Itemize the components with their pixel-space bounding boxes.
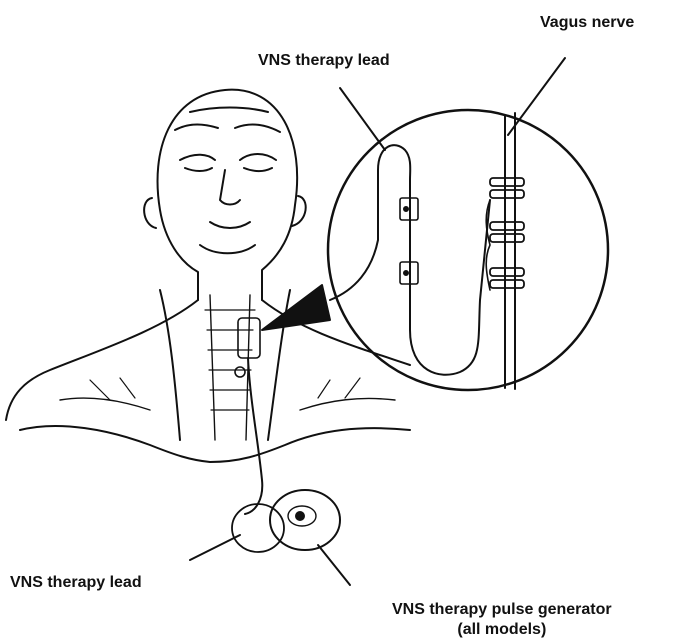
vagus-leader-line <box>508 58 565 135</box>
generator-leader-line <box>318 545 350 585</box>
lead-top-leader-line <box>340 88 385 150</box>
vagus-nerve <box>505 113 515 389</box>
magnified-lead <box>330 145 490 375</box>
magnified-view-circle <box>328 110 608 390</box>
lead-bottom-leader-line <box>190 535 240 560</box>
neck-shoulders <box>6 290 410 462</box>
head-outline <box>144 90 306 300</box>
pulse-generator <box>232 490 340 552</box>
